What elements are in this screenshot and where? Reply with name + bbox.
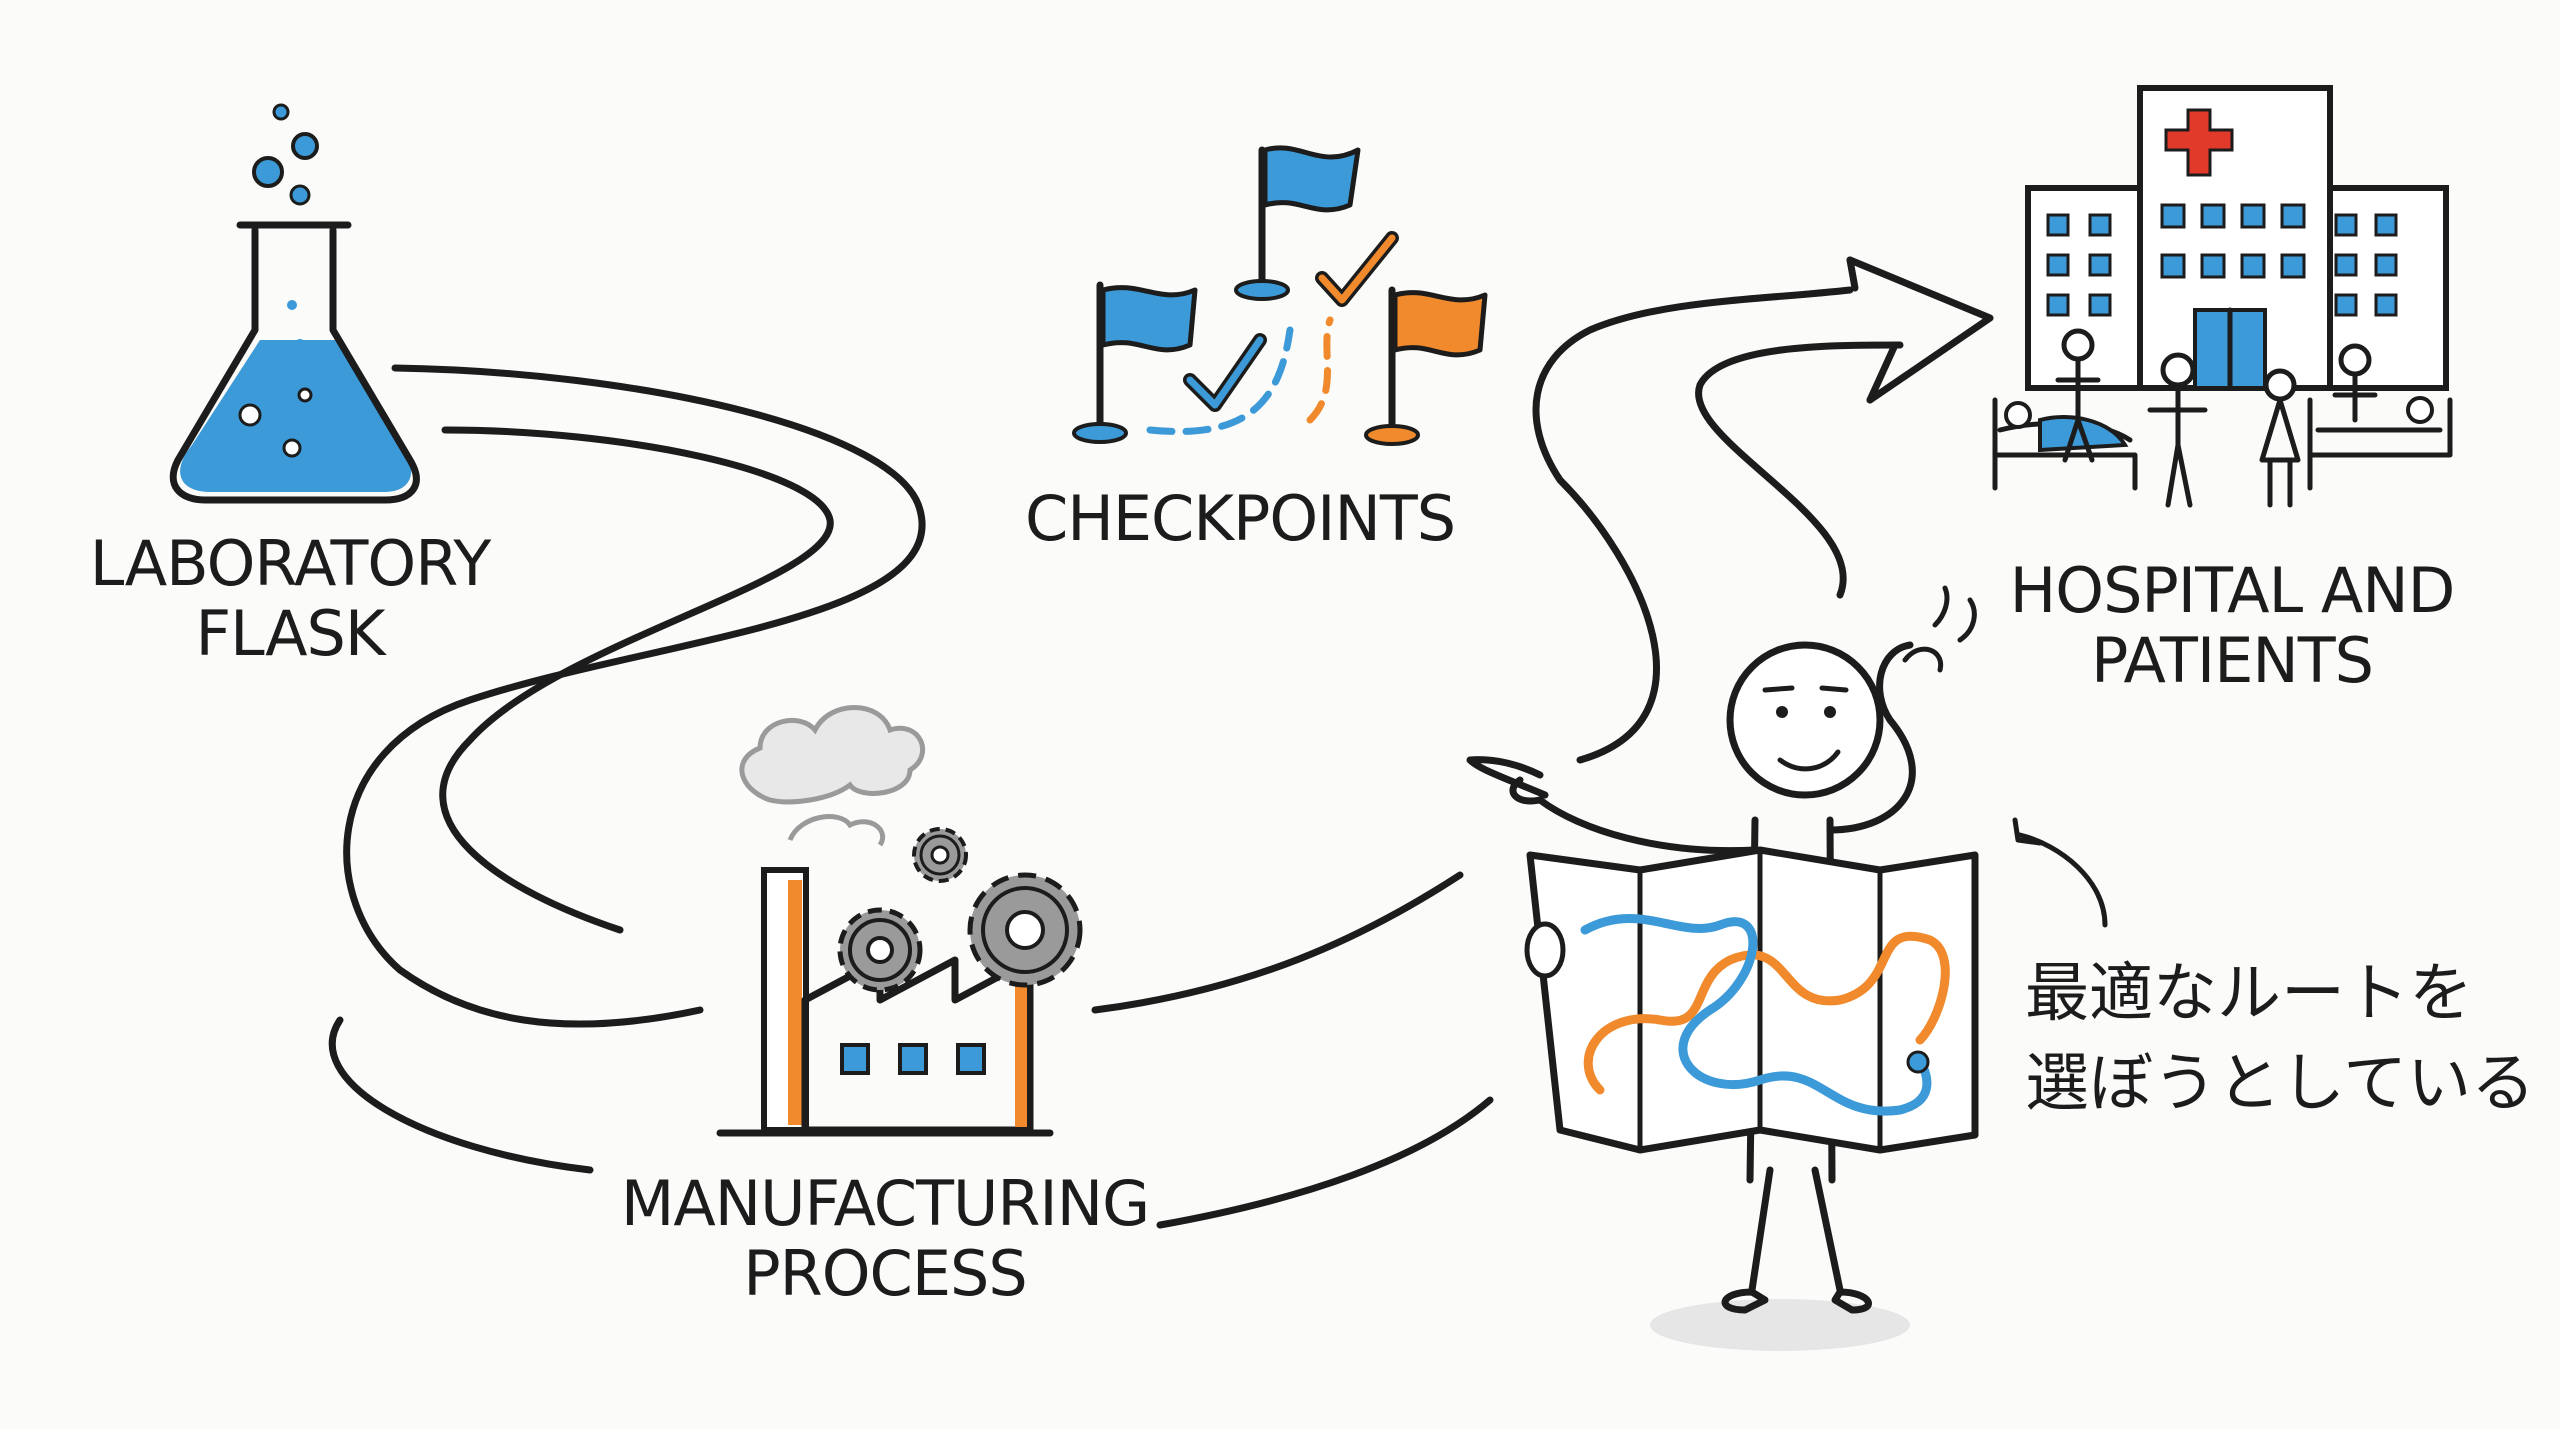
flask-liquid <box>180 340 412 492</box>
path-factory-to-person-upper <box>1091 871 1464 1014</box>
flask-label-line2: FLASK <box>195 597 386 670</box>
smoke-cloud <box>739 705 925 805</box>
flag-orange-right <box>1392 290 1488 358</box>
road-edge-inner <box>439 426 834 934</box>
road-edge-lower <box>328 1016 594 1174</box>
bubble <box>252 156 284 188</box>
checkpoint-flags-icon <box>1072 145 1488 446</box>
dashed-route-blue <box>1146 326 1294 435</box>
caption-line1: 最適なルートを <box>2025 957 2473 1031</box>
hospital-people <box>2055 328 2378 508</box>
laboratory-flask-icon <box>169 103 420 504</box>
gear-icon <box>837 907 923 993</box>
check-blue <box>1186 336 1264 409</box>
check-orange <box>1318 234 1396 304</box>
manufacturing-label-line2: PROCESS <box>743 1237 1026 1310</box>
map-route-orange <box>1583 931 1950 1095</box>
gear-icon <box>967 872 1083 988</box>
arrow-head-tip-b <box>1866 341 1899 404</box>
road-edge-outer <box>343 364 926 1028</box>
bubble <box>289 184 311 206</box>
manufacturing-label-line1: MANUFACTURING <box>621 1167 1149 1240</box>
factory-windows <box>840 1043 986 1075</box>
red-cross-icon <box>2164 108 2234 177</box>
head <box>1726 641 1884 799</box>
flask-label-line1: LABORATORY <box>90 527 492 600</box>
arrow-path-left <box>1532 286 1854 764</box>
hospital-label-line2: PATIENTS <box>2091 624 2373 697</box>
caption-arrow <box>2017 832 2108 928</box>
caption-line2: 選ぼうとしている <box>2025 1047 2535 1121</box>
gear-icon <box>912 827 968 883</box>
flag-blue-left <box>1100 285 1198 353</box>
dashed-route-orange <box>1306 316 1334 424</box>
map-route-blue <box>1580 914 1932 1116</box>
pointing-hand <box>1466 756 1549 805</box>
arrow-head <box>1846 256 1994 404</box>
path-factory-to-person-lower <box>1156 1096 1494 1229</box>
arrow-path-right <box>1695 341 1904 599</box>
shadow <box>1650 1299 1910 1351</box>
factory-building <box>801 956 1034 1134</box>
hospital-icon <box>1992 85 2453 508</box>
flag-blue-top <box>1262 145 1361 213</box>
hospital-windows <box>2046 203 2398 317</box>
arrow-head-tip-a <box>1846 256 1859 292</box>
bubble <box>291 132 319 160</box>
flask-outline <box>169 226 420 504</box>
bed-right <box>2307 397 2453 491</box>
stick-figure-with-map-icon <box>1466 585 1979 1351</box>
hospital-label-line1: HOSPITAL AND <box>2010 554 2455 627</box>
winding-road <box>328 256 1994 1229</box>
bubble <box>272 103 290 121</box>
factory-icon <box>716 705 1083 1137</box>
checkpoints-label: CHECKPOINTS <box>1025 482 1455 555</box>
